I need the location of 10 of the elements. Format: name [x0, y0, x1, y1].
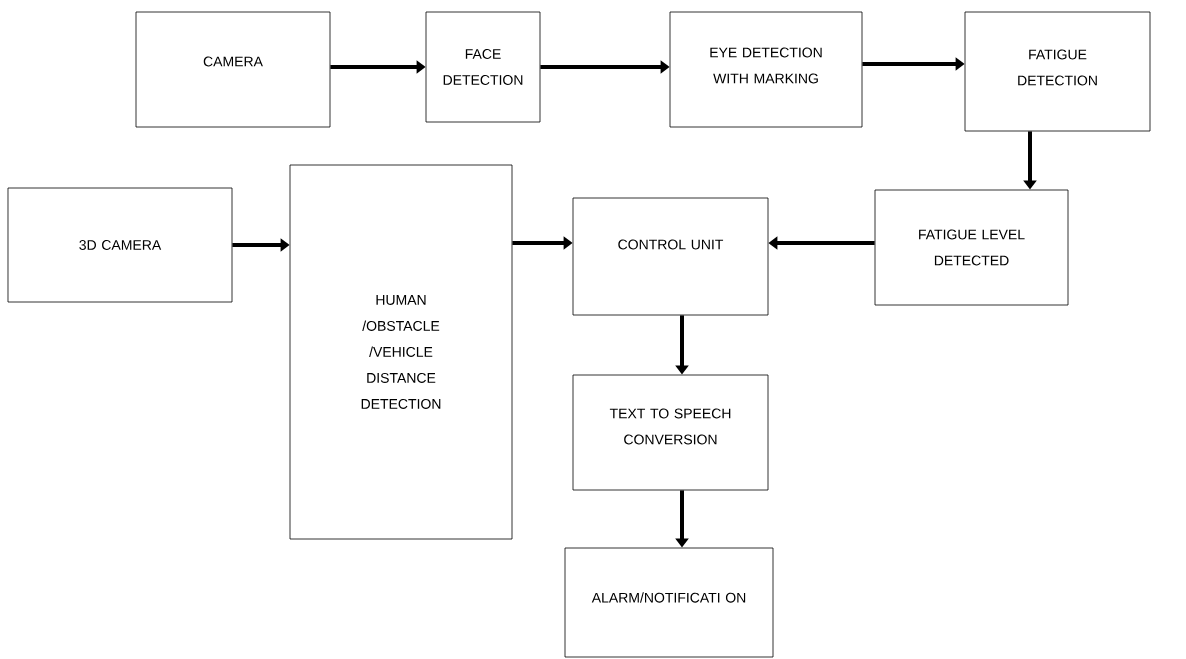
process-box: FACE DETECTION	[425, 11, 541, 123]
process-box: EYE DETECTION WITH MARKING	[669, 11, 863, 128]
process-box: CONTROL UNIT	[572, 197, 769, 316]
process-box: ALARM/NOTIFICATI ON	[564, 547, 774, 658]
process-box: 3D CAMERA	[7, 187, 233, 303]
process-box: FATIGUE LEVEL DETECTED	[874, 189, 1069, 306]
process-box: HUMAN /OBSTACLE /VEHICLE DISTANCE DETECTION	[289, 164, 513, 540]
process-box: FATIGUE DETECTION	[964, 11, 1151, 132]
process-box: TEXT TO SPEECH CONVERSION	[572, 374, 769, 491]
process-box: CAMERA	[135, 11, 331, 128]
